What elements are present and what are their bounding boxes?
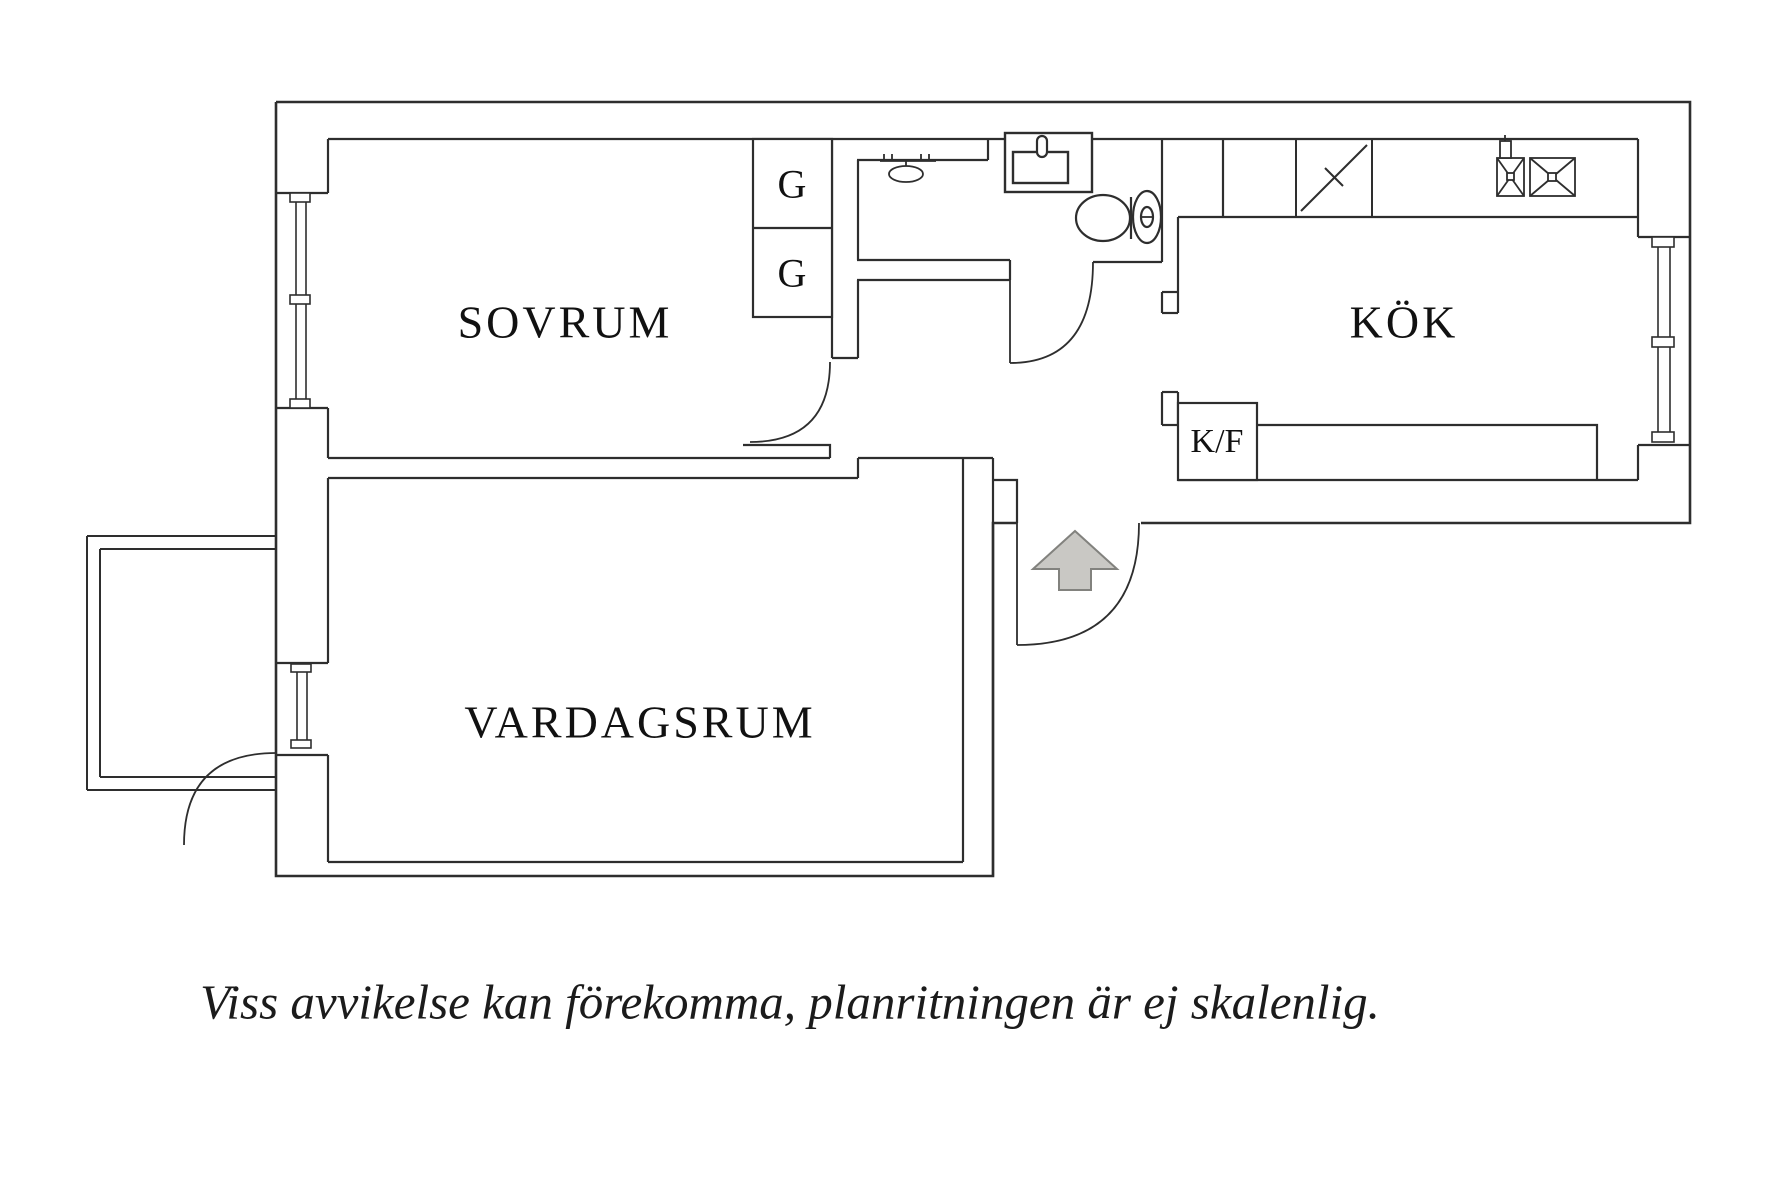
closet-label-bottom: G (777, 250, 807, 296)
fridge-freezer-label: K/F (1190, 423, 1244, 460)
balcony-door-window-icon (290, 663, 312, 749)
bathroom-door (1009, 261, 1094, 364)
entrance-arrow-icon (1030, 529, 1120, 591)
kitchen-sink-icon (1496, 135, 1525, 197)
balcony-door-swing (183, 752, 277, 846)
kitchen-counters (1178, 139, 1638, 480)
door-swing-icon (183, 752, 277, 846)
shower-icon (880, 154, 936, 183)
room-label-kitchen: KÖK (1349, 296, 1459, 348)
bathroom-sink-icon (1003, 131, 1094, 194)
toilet-icon (1074, 189, 1163, 245)
entry-door (1016, 522, 1140, 646)
outer-walls (274, 100, 1692, 878)
stove-icon (1529, 157, 1576, 197)
bathroom-walls (857, 139, 1164, 282)
door-swing-icon (749, 361, 831, 443)
bedroom-east-wall (830, 139, 860, 360)
kitchen-window-icon (1651, 236, 1675, 443)
door-swing-icon (1009, 261, 1094, 364)
room-label-bedroom: SOVRUM (457, 296, 673, 348)
bedroom-living-divider-wall (328, 443, 860, 480)
fridge-freezer-box (1176, 401, 1259, 482)
disclaimer-caption: Viss avvikelse kan förekomma, planritnin… (200, 974, 1380, 1030)
closets (751, 137, 834, 319)
bedroom-window-icon (289, 192, 311, 409)
dishwasher-icon (1295, 138, 1373, 218)
kitchen-west-wall (1160, 217, 1180, 427)
closet-label-top: G (777, 161, 807, 207)
bedroom-door (749, 361, 831, 443)
balcony (86, 535, 276, 791)
door-swing-icon (1016, 522, 1140, 646)
room-label-livingroom: VARDAGSRUM (464, 696, 816, 748)
inner-walls (276, 137, 1690, 876)
